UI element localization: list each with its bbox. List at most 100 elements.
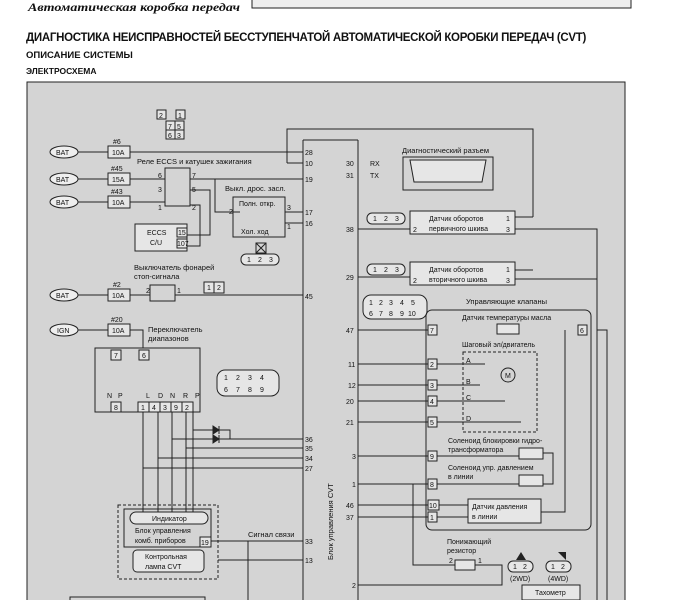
svg-text:6: 6: [158, 173, 162, 180]
svg-text:15: 15: [178, 230, 186, 237]
svg-text:#2: #2: [113, 282, 121, 289]
svg-text:34: 34: [305, 456, 313, 463]
bottom-component: [69, 596, 206, 600]
svg-text:N: N: [107, 393, 112, 400]
svg-text:27: 27: [305, 466, 313, 473]
svg-text:3: 3: [163, 405, 167, 412]
svg-text:C: C: [466, 395, 471, 402]
svg-text:Датчик оборотов: Датчик оборотов: [429, 266, 484, 274]
svg-text:1: 1: [141, 405, 145, 412]
svg-text:2: 2: [384, 216, 388, 223]
svg-text:Реле ECCS и катушек зажигания: Реле ECCS и катушек зажигания: [137, 157, 252, 166]
svg-text:2: 2: [236, 375, 240, 382]
svg-text:1: 1: [287, 224, 291, 231]
svg-text:Хол. ход: Хол. ход: [241, 229, 269, 236]
svg-text:BAT: BAT: [56, 177, 70, 184]
svg-text:1: 1: [506, 267, 510, 274]
svg-text:B: B: [466, 379, 471, 386]
range-switch-connector: 1 2 3 4 6 7 8 9: [216, 369, 280, 397]
svg-text:вторичного шкива: вторичного шкива: [429, 277, 487, 284]
cvt-control-unit: Блок управления CVT: [302, 139, 359, 600]
svg-text:1: 1: [369, 300, 373, 307]
svg-text:IGN: IGN: [57, 328, 69, 335]
svg-text:1: 1: [373, 267, 377, 274]
svg-text:1: 1: [207, 285, 211, 292]
svg-text:1: 1: [551, 564, 555, 571]
svg-text:Выключатель фонарей: Выключатель фонарей: [134, 263, 214, 272]
svg-text:1: 1: [373, 216, 377, 223]
svg-text:6: 6: [142, 353, 146, 360]
svg-text:13: 13: [305, 558, 313, 565]
svg-text:2: 2: [159, 113, 163, 120]
svg-text:3: 3: [506, 227, 510, 234]
svg-text:#45: #45: [111, 166, 123, 173]
svg-text:P: P: [118, 393, 123, 400]
svg-text:Понижающий: Понижающий: [447, 538, 491, 546]
svg-text:4: 4: [152, 405, 156, 412]
svg-text:5: 5: [430, 420, 434, 427]
svg-text:1: 1: [478, 558, 482, 565]
svg-text:35: 35: [305, 446, 313, 453]
svg-text:L: L: [146, 393, 150, 400]
svg-text:36: 36: [305, 437, 313, 444]
wires-left: [78, 128, 358, 600]
svg-text:29: 29: [346, 275, 354, 282]
svg-text:3: 3: [395, 216, 399, 223]
svg-text:16: 16: [305, 221, 313, 228]
svg-text:2: 2: [352, 583, 356, 590]
svg-text:ECCS: ECCS: [147, 230, 167, 237]
svg-text:2: 2: [523, 564, 527, 571]
svg-text:в линии: в линии: [448, 474, 473, 481]
page-subtitle: ОПИСАНИЕ СИСТЕМЫ: [26, 50, 133, 61]
svg-text:10: 10: [305, 161, 313, 168]
svg-text:3: 3: [177, 133, 181, 140]
svg-text:4: 4: [400, 300, 404, 307]
svg-text:#20: #20: [111, 317, 123, 324]
page-title: ДИАГНОСТИКА НЕИСПРАВНОСТЕЙ БЕССТУПЕНЧАТО…: [26, 31, 587, 44]
svg-text:Датчик оборотов: Датчик оборотов: [429, 215, 484, 223]
svg-text:107: 107: [177, 241, 189, 248]
dropping-resistor: Понижающий резистор 2 1: [447, 538, 491, 571]
svg-text:9: 9: [174, 405, 178, 412]
svg-text:7: 7: [114, 353, 118, 360]
eccs-control-unit: ECCS C/U 15 107: [134, 223, 189, 252]
svg-text:9: 9: [400, 311, 404, 318]
svg-text:N: N: [170, 393, 175, 400]
svg-text:4: 4: [260, 375, 264, 382]
svg-text:6: 6: [580, 328, 584, 335]
svg-text:7: 7: [168, 124, 172, 131]
svg-text:Шаговый эл/двигатель: Шаговый эл/двигатель: [462, 341, 535, 349]
svg-text:3: 3: [269, 257, 273, 264]
svg-text:31: 31: [346, 173, 354, 180]
svg-text:37: 37: [346, 515, 354, 522]
svg-text:4: 4: [430, 399, 434, 406]
wires-right: [358, 128, 608, 600]
svg-text:P: P: [195, 393, 200, 400]
svg-text:8: 8: [430, 482, 434, 489]
svg-text:2: 2: [146, 288, 150, 295]
svg-text:комб. приборов: комб. приборов: [135, 537, 186, 545]
svg-text:10: 10: [408, 311, 416, 318]
svg-text:6: 6: [224, 387, 228, 394]
cvt-unit-label: Блок управления CVT: [326, 483, 335, 560]
svg-text:D: D: [158, 393, 163, 400]
svg-text:7: 7: [236, 387, 240, 394]
cvt-right-pins: 30 31 38 29 47 11 12 20 21 3 1 46 37 2: [346, 161, 356, 590]
svg-text:45: 45: [305, 294, 313, 301]
svg-text:Датчик давления: Датчик давления: [472, 504, 528, 511]
section-subtitle: ЭЛЕКТРОСХЕМА: [26, 66, 97, 76]
svg-text:5: 5: [192, 187, 196, 194]
svg-text:3: 3: [352, 454, 356, 461]
svg-text:BAT: BAT: [56, 150, 70, 157]
svg-text:1: 1: [224, 375, 228, 382]
tachometer: Тахометр: [521, 584, 581, 600]
combination-meter: Индикатор Блок управления комб. приборов…: [117, 504, 294, 580]
svg-text:1: 1: [352, 482, 356, 489]
svg-text:#6: #6: [113, 139, 121, 146]
svg-text:19: 19: [201, 540, 209, 547]
svg-text:7: 7: [379, 311, 383, 318]
svg-text:(4WD): (4WD): [548, 576, 568, 583]
svg-text:3: 3: [506, 278, 510, 285]
